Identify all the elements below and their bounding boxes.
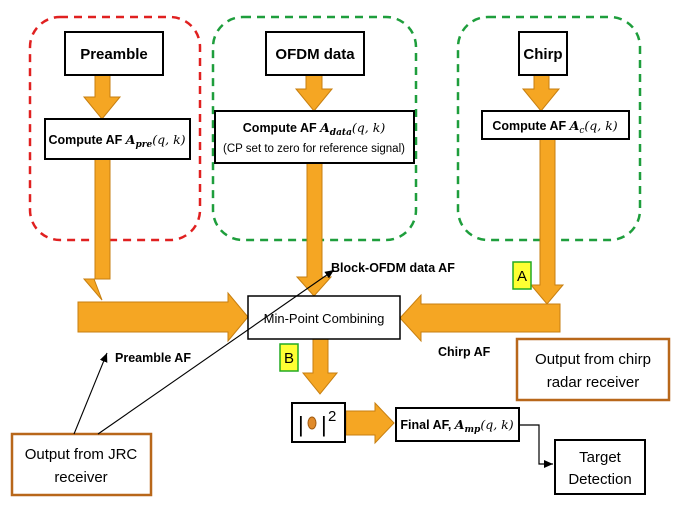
- compute-preamble-args: (q, k): [152, 132, 185, 147]
- compute-chirp-symbol: A: [569, 118, 580, 133]
- output-jrc-line1: Output from JRC: [25, 446, 138, 463]
- ofdm-label: OFDM data: [275, 46, 355, 63]
- compute-data-symbol: A: [319, 120, 330, 135]
- preamble-group: [28, 15, 202, 242]
- magnitude-block: [291, 402, 346, 443]
- magnitude-left-bar: |: [298, 412, 304, 437]
- final-af-symbol: A: [454, 417, 465, 432]
- compute-data-args: (q, k): [352, 120, 385, 135]
- target-detection-block: [554, 439, 646, 495]
- connector-final-to-target: [519, 424, 553, 468]
- output-chirp-block: [515, 337, 671, 402]
- compute-preamble-block: [44, 118, 191, 160]
- arrow-preamble-to-combiner: [82, 157, 111, 301]
- preamble-af-label: Preamble AF: [115, 351, 191, 365]
- compute-data-sub: data: [330, 128, 352, 138]
- combiner-label: Min-Point Combining: [264, 311, 385, 326]
- compute-data-text: Compute AF Adata(q, k): [243, 120, 386, 138]
- final-af-text: Final AF, Amp(q, k): [400, 417, 513, 435]
- compute-preamble-sub: pre: [135, 140, 152, 150]
- preamble-block: [64, 31, 164, 76]
- badge-b: [279, 343, 299, 372]
- arrow-chirp-to-compute: [521, 73, 561, 112]
- chirp-label: Chirp: [523, 46, 562, 63]
- chirp-af-label: Chirp AF: [438, 345, 491, 359]
- compute-chirp-text: Compute AF Ac(q, k): [492, 118, 617, 136]
- arrow-magnitude-to-final: [345, 401, 395, 445]
- final-af-prefix: Final AF,: [400, 418, 454, 432]
- compute-data-prefix: Compute AF: [243, 121, 320, 135]
- compute-preamble-prefix: Compute AF: [48, 133, 125, 147]
- compute-chirp-block: [481, 110, 630, 140]
- magnitude-placeholder-icon: [307, 416, 317, 430]
- arrow-chirp-af: [399, 293, 561, 343]
- arrow-preamble-af: [77, 291, 249, 343]
- compute-chirp-sub: c: [579, 126, 584, 136]
- preamble-label: Preamble: [80, 46, 148, 63]
- output-jrc-line2: receiver: [54, 469, 107, 486]
- ofdm-block: [265, 31, 365, 76]
- combiner-block: [247, 295, 401, 340]
- compute-preamble-text: Compute AF Apre(q, k): [48, 132, 185, 150]
- pointer-jrc-to-preamble-af: [73, 352, 108, 435]
- data-group: [211, 15, 418, 242]
- compute-chirp-prefix: Compute AF: [492, 119, 569, 133]
- output-chirp-line1: Output from chirp: [535, 351, 651, 368]
- badge-a-label: A: [517, 268, 527, 285]
- arrow-preamble-to-compute: [82, 73, 122, 120]
- compute-chirp-args: (q, k): [584, 118, 617, 133]
- final-af-block: [395, 407, 520, 442]
- compute-data-block: [214, 110, 415, 164]
- arrow-combiner-to-magnitude: [301, 337, 339, 395]
- target-line1: Target: [579, 449, 622, 466]
- compute-data-note: (CP set to zero for reference signal): [223, 143, 405, 155]
- arrow-data-to-combiner: [295, 162, 333, 297]
- badge-a: [512, 261, 532, 290]
- chirp-block: [518, 31, 568, 76]
- final-af-args: (q, k): [480, 417, 513, 432]
- magnitude-exponent: 2: [328, 408, 336, 425]
- magnitude-right-bar: |: [321, 412, 327, 437]
- arrow-ofdm-to-compute: [294, 73, 334, 112]
- final-af-sub: mp: [465, 425, 482, 435]
- target-line2: Detection: [568, 471, 631, 488]
- output-chirp-line2: radar receiver: [547, 374, 640, 391]
- pointer-jrc-to-block-ofdm-af: [97, 269, 335, 435]
- output-jrc-block: [10, 432, 153, 497]
- block-ofdm-af-label: Block-OFDM data AF: [331, 261, 455, 275]
- badge-b-label: B: [284, 350, 294, 367]
- arrow-chirp-down: [529, 138, 565, 305]
- compute-preamble-symbol: A: [125, 132, 136, 147]
